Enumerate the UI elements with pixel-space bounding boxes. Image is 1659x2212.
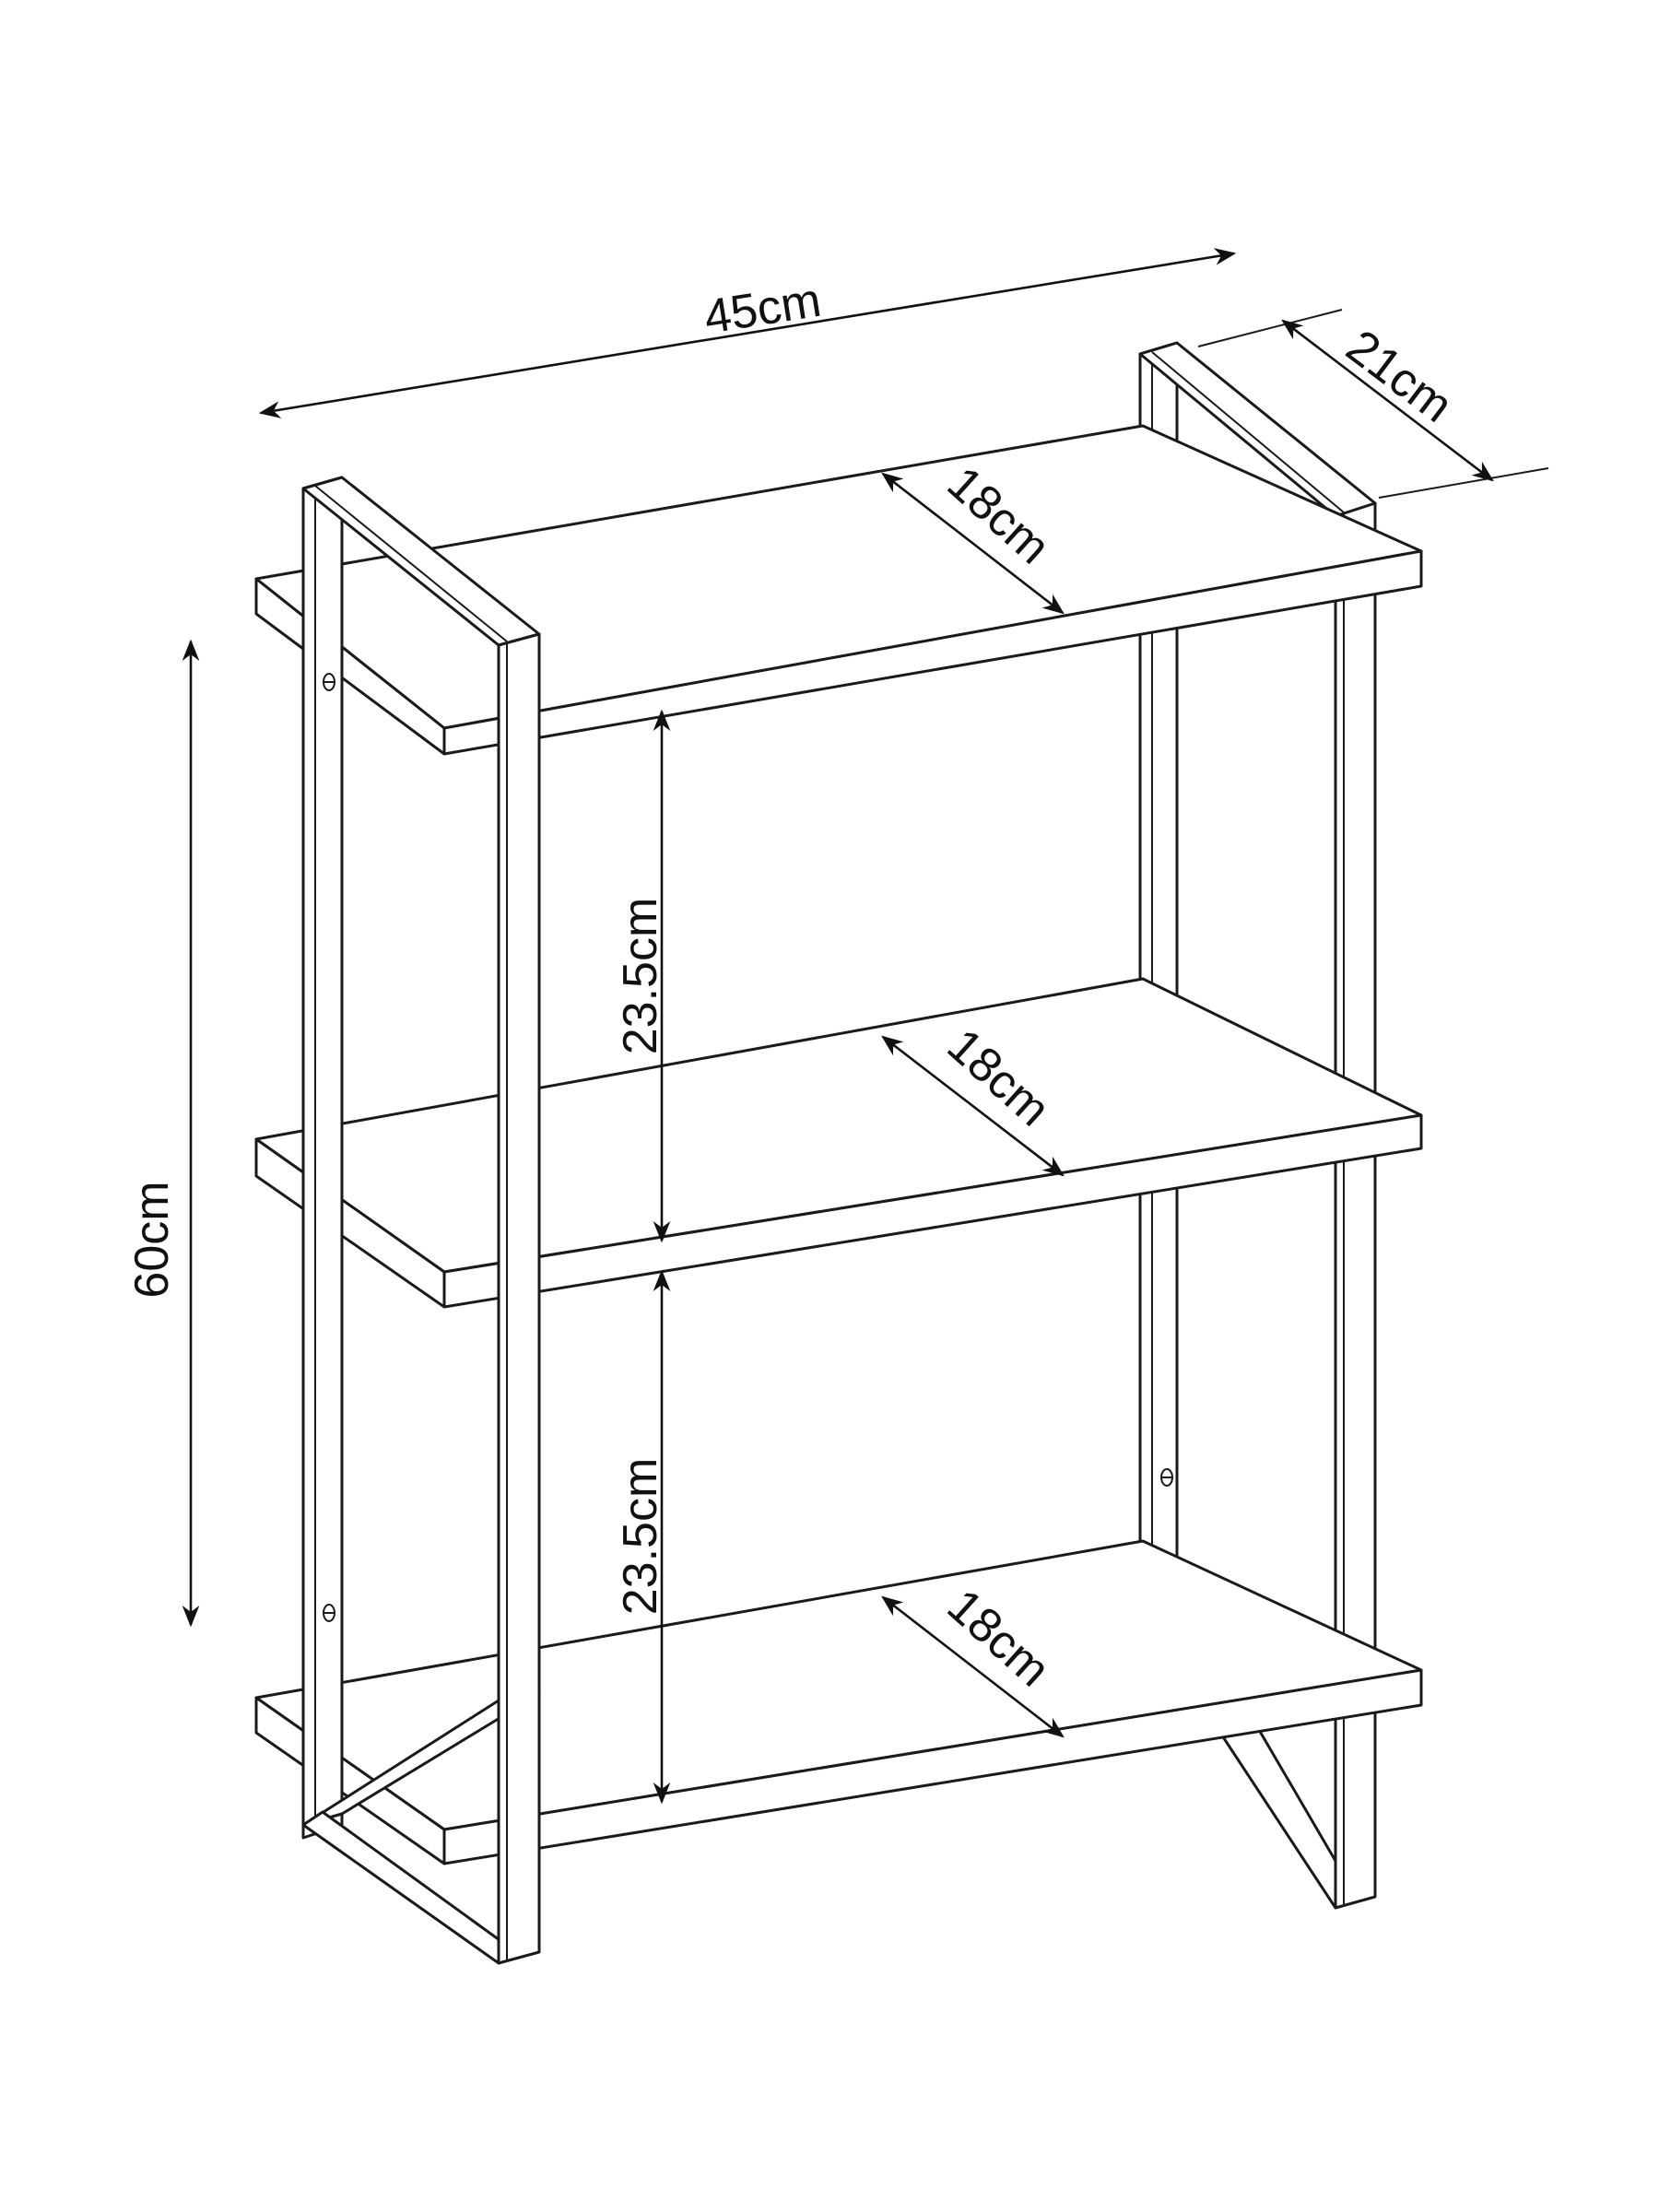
depth-label: 21cm xyxy=(1336,320,1462,433)
dimension-spacing-lower: 23.5cm xyxy=(614,1269,671,1805)
shelf-middle xyxy=(254,977,1423,1309)
spacing-lower-label: 23.5cm xyxy=(614,1458,667,1616)
dimension-spacing-upper: 23.5cm xyxy=(614,709,671,1243)
shelf-bottom xyxy=(254,1539,1423,1865)
mounting-hole-left-lower xyxy=(323,1604,335,1622)
mounting-hole-left-upper xyxy=(323,673,335,691)
spacing-upper-label: 23.5cm xyxy=(614,898,667,1055)
dimension-width: 45cm xyxy=(258,248,1237,418)
shelf-top xyxy=(254,424,1423,756)
width-label: 45cm xyxy=(700,274,825,345)
height-label: 60cm xyxy=(125,1181,179,1298)
mounting-hole-right xyxy=(1160,1468,1173,1487)
left-side-frame xyxy=(301,476,541,1965)
dimension-height: 60cm xyxy=(125,639,200,1628)
